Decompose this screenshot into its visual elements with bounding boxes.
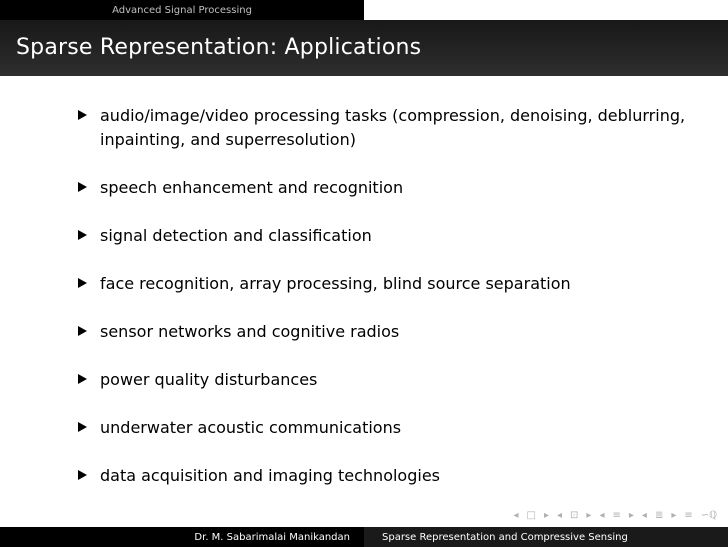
nav-next-subsection-icon[interactable]: ▸	[671, 509, 677, 521]
beamer-navigation: ◂ □ ▸ ◂ ⊡ ▸ ◂ ≡ ▸ ◂ ≣ ▸ ≡ ∽ℚ	[512, 508, 718, 522]
list-item-text: signal detection and classification	[100, 226, 372, 245]
bullet-icon	[78, 374, 87, 384]
nav-frame-icon[interactable]: ⊡	[570, 509, 579, 521]
list-item-text: data acquisition and imaging technologie…	[100, 466, 440, 485]
nav-next-section-icon[interactable]: ▸	[628, 509, 634, 521]
nav-next-slide-icon[interactable]: ▸	[543, 509, 549, 521]
bullet-icon	[78, 110, 87, 120]
footer-bar: Dr. M. Sabarimalai Manikandan Sparse Rep…	[0, 527, 728, 547]
bullet-icon	[78, 230, 87, 240]
nav-section-icon[interactable]: ≡	[612, 509, 621, 521]
section-title: Advanced Signal Processing	[0, 0, 364, 20]
nav-prev-section-icon[interactable]: ◂	[599, 509, 605, 521]
list-item: power quality disturbances	[72, 368, 692, 392]
slide-title: Sparse Representation: Applications	[16, 35, 422, 60]
list-item: speech enhancement and recognition	[72, 176, 692, 200]
list-item-text: underwater acoustic communications	[100, 418, 402, 437]
list-item: sensor networks and cognitive radios	[72, 320, 692, 344]
nav-next-frame-icon[interactable]: ▸	[586, 509, 592, 521]
nav-prev-subsection-icon[interactable]: ◂	[641, 509, 647, 521]
list-item: data acquisition and imaging technologie…	[72, 464, 692, 488]
footer-title: Sparse Representation and Compressive Se…	[364, 527, 728, 547]
list-item: face recognition, array processing, blin…	[72, 272, 692, 296]
nav-slide-icon[interactable]: □	[526, 509, 536, 521]
nav-align-icon[interactable]: ≡	[684, 509, 693, 521]
nav-search-icon[interactable]: ∽ℚ	[700, 509, 717, 521]
list-item-text: power quality disturbances	[100, 370, 318, 389]
list-item: signal detection and classification	[72, 224, 692, 248]
list-item-text: speech enhancement and recognition	[100, 178, 404, 197]
list-item-text: face recognition, array processing, blin…	[100, 274, 571, 293]
nav-prev-frame-icon[interactable]: ◂	[557, 509, 563, 521]
nav-prev-slide-icon[interactable]: ◂	[513, 509, 519, 521]
list-item-text: sensor networks and cognitive radios	[100, 322, 400, 341]
bullet-icon	[78, 422, 87, 432]
bullet-icon	[78, 278, 87, 288]
nav-subsection-icon[interactable]: ≣	[654, 509, 664, 521]
list-item: audio/image/video processing tasks (comp…	[72, 104, 692, 152]
header-right-area	[364, 0, 728, 20]
list-item-text: audio/image/video processing tasks (comp…	[100, 106, 686, 149]
bullet-icon	[78, 326, 87, 336]
bullet-icon	[78, 182, 87, 192]
footer-author: Dr. M. Sabarimalai Manikandan	[0, 527, 364, 547]
bullet-list: audio/image/video processing tasks (comp…	[72, 104, 692, 512]
list-item: underwater acoustic communications	[72, 416, 692, 440]
header-bar: Advanced Signal Processing	[0, 0, 728, 20]
slide-title-bar: Sparse Representation: Applications	[0, 20, 728, 76]
bullet-icon	[78, 470, 87, 480]
